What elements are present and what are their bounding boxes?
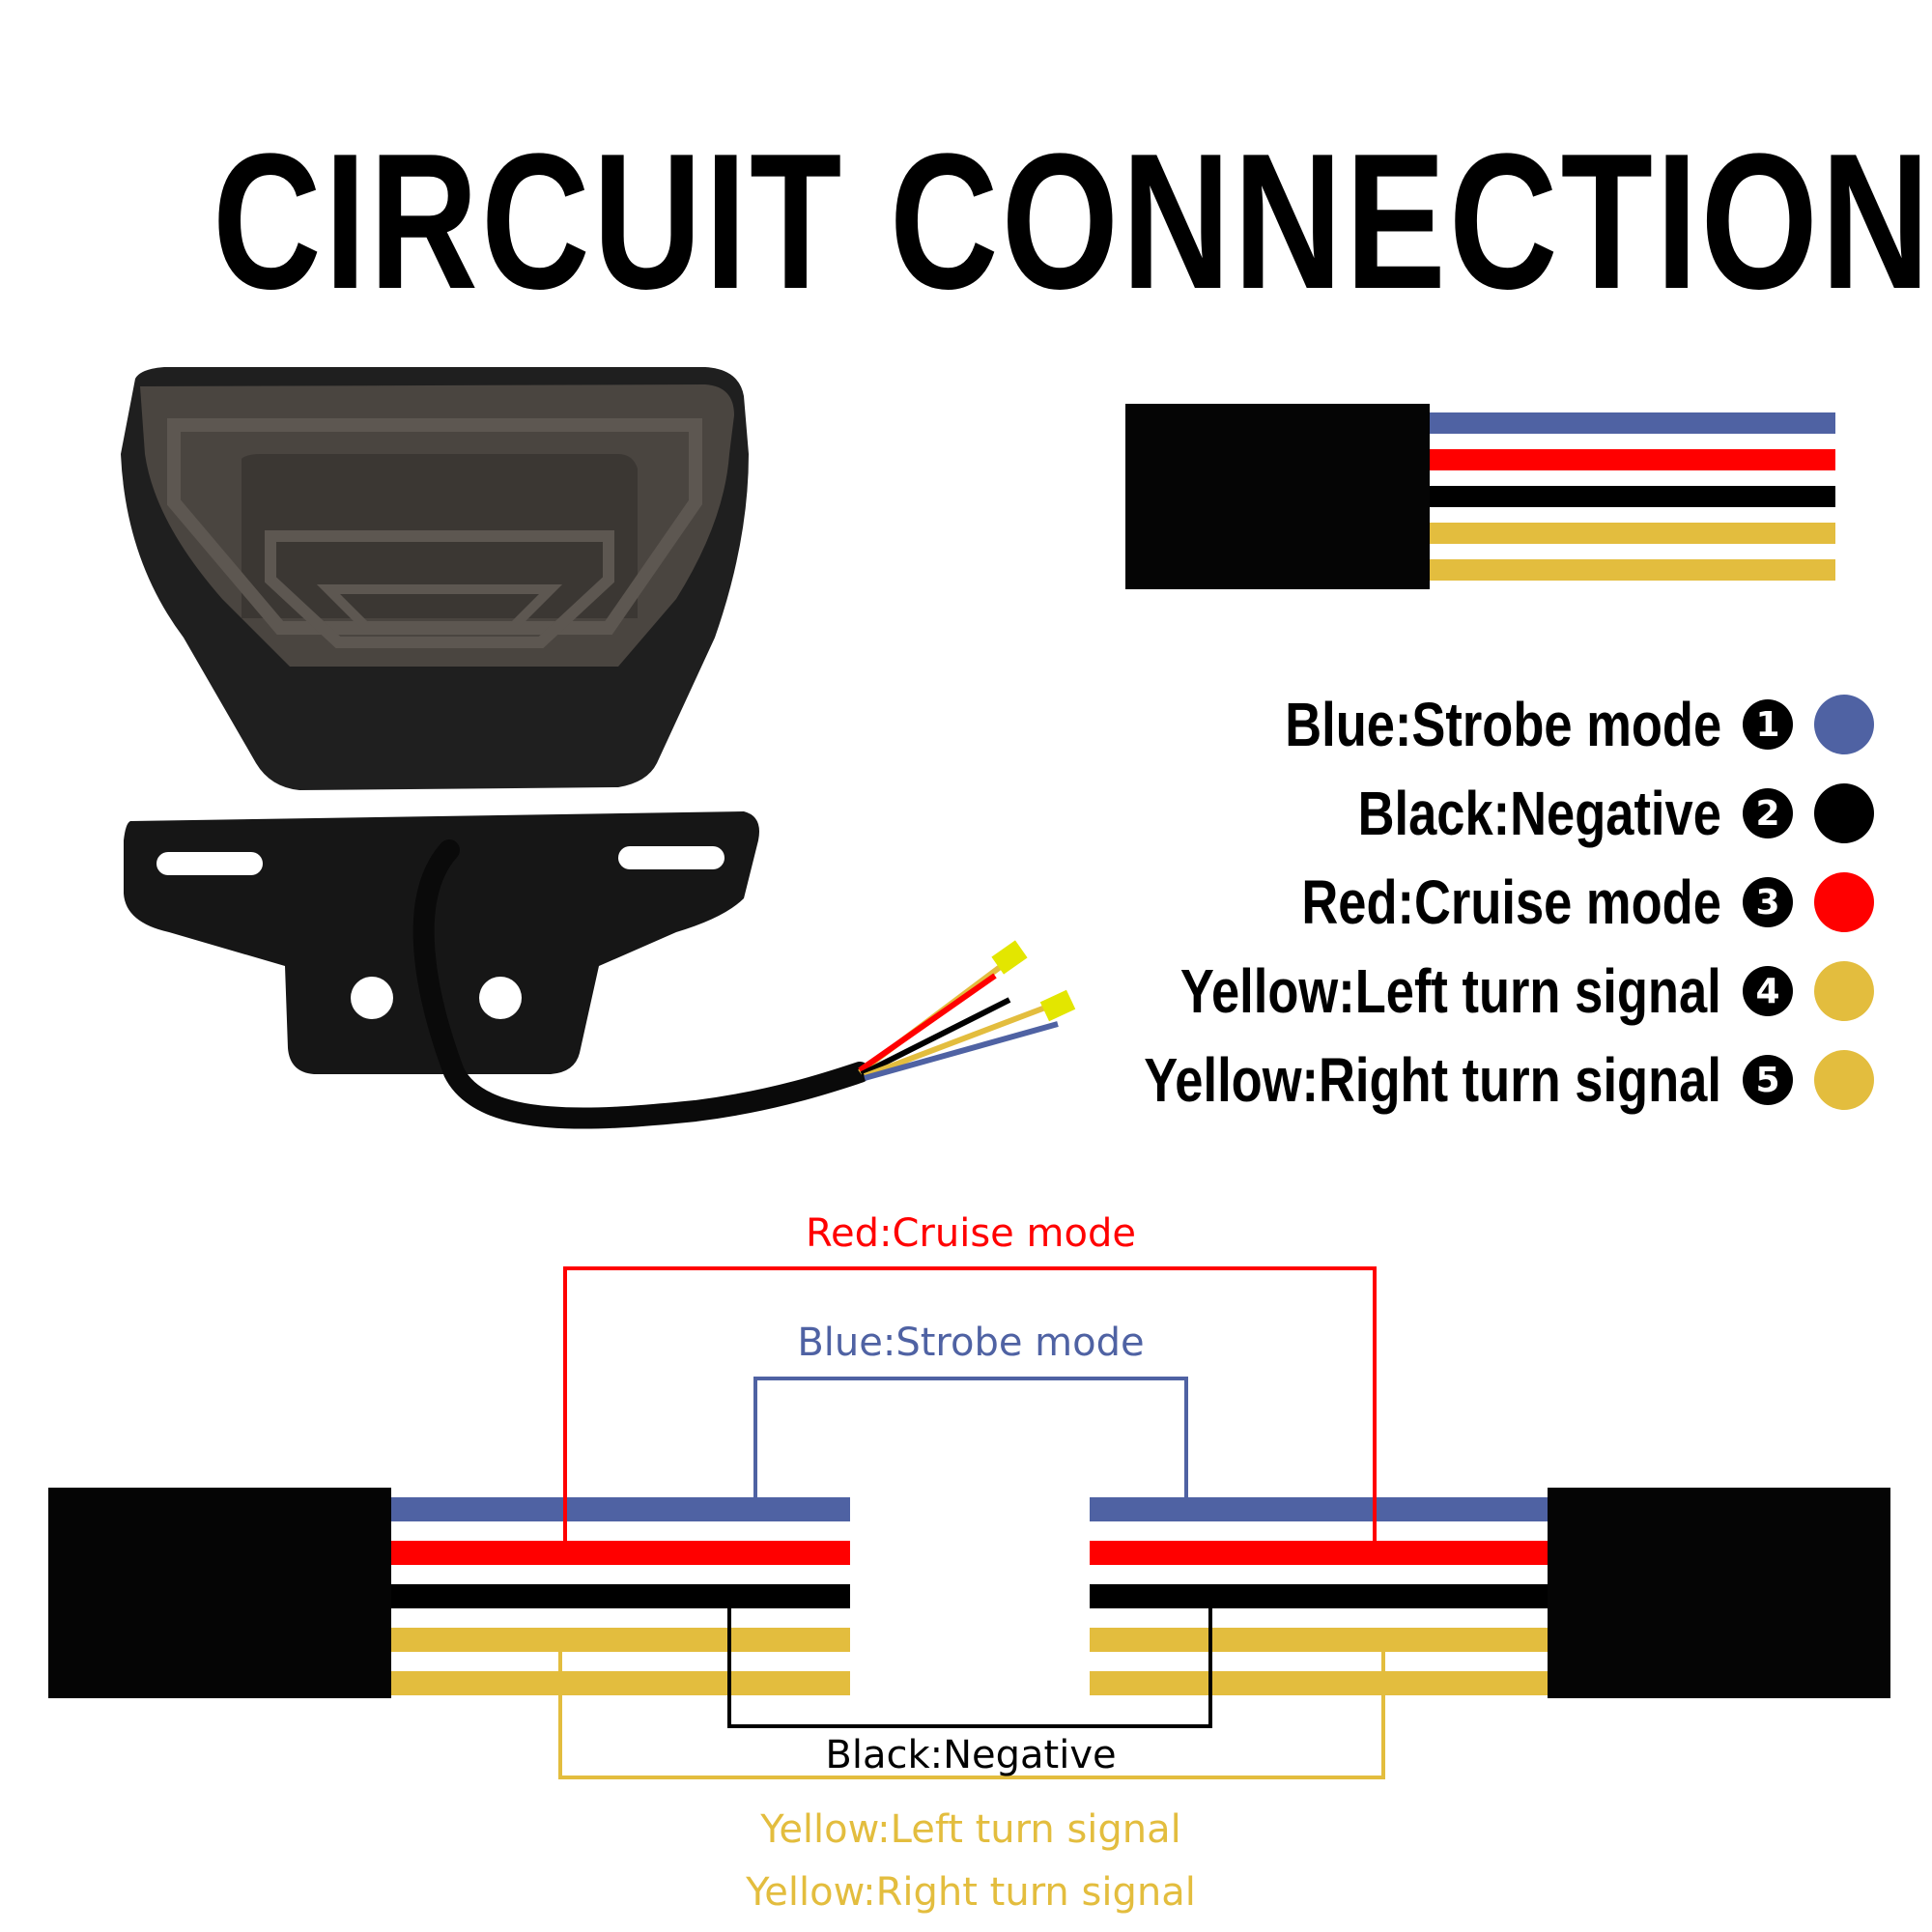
lamp-terminal-1 [991,940,1028,975]
wire-yellow [1430,523,1835,544]
wire-yellow [1090,1628,1548,1652]
cable-sheath-right [1548,1488,1890,1698]
lamp-terminal-2 [1039,989,1076,1022]
label-black-negative: Black:Negative [825,1733,1116,1777]
lamp-cable [412,839,870,1129]
connection-red [563,1266,1377,1541]
mounting-bracket [124,811,759,1074]
lamp-led-inner [316,584,563,633]
lamp-wire-blue [864,1021,1059,1081]
legend-number: 2 [1743,788,1793,838]
bracket-slot-right [618,846,724,869]
wire-blue [1090,1497,1548,1521]
label-red-cruise: Red:Cruise mode [806,1211,1136,1256]
legend-color-dot [1814,695,1874,754]
connection-yellow [558,1642,1385,1779]
wire-yellow [391,1628,850,1652]
wire-yellow [391,1671,850,1695]
legend-item: Yellow:Left turn signal 4 [1062,952,1874,1030]
wire-black [1090,1584,1548,1608]
legend-number: 1 [1743,699,1793,750]
wire-red [1430,449,1835,470]
legend-label: Yellow:Right turn signal [1144,1045,1721,1115]
wire-blue [1430,412,1835,434]
legend-label: Red:Cruise mode [1301,867,1721,937]
lamp-led-mid [265,530,614,648]
bracket-hole-left [351,977,393,1019]
connection-black [727,1589,1212,1728]
wire-red [1090,1541,1548,1565]
legend-color-dot [1814,961,1874,1021]
legend-number: 5 [1743,1055,1793,1105]
legend-label: Blue:Strobe mode [1285,690,1721,759]
legend-color-dot [1814,1050,1874,1110]
label-yellow-left: Yellow:Left turn signal [759,1807,1181,1852]
legend-item: Yellow:Right turn signal 5 [1017,1041,1874,1119]
connection-blue [753,1377,1188,1500]
legend-number: 3 [1743,877,1793,927]
wire-black [1430,486,1835,507]
legend-number: 4 [1743,966,1793,1016]
bracket-hole-right [479,977,522,1019]
legend-label: Yellow:Left turn signal [1180,956,1721,1026]
page-title: CIRCUIT CONNECTION [213,114,1932,329]
legend-color-dot [1814,783,1874,843]
wire-blue [391,1497,850,1521]
wire-red [391,1541,850,1565]
legend-item: Red:Cruise mode 3 [1209,864,1874,941]
label-yellow-right: Yellow:Right turn signal [745,1870,1196,1915]
wire-black [391,1584,850,1608]
wire-yellow [1430,559,1835,581]
lamp-wire-black [860,997,1011,1077]
label-blue-strobe: Blue:Strobe mode [797,1321,1144,1365]
wire-yellow [1090,1671,1548,1695]
legend-color-dot [1814,872,1874,932]
cable-sheath-left [48,1488,391,1698]
lamp-wire-yellow-2 [863,1002,1055,1079]
legend-label: Black:Negative [1357,779,1721,848]
legend-item: Blue:Strobe mode 1 [1189,686,1874,763]
cable-icon-sheath [1125,404,1430,589]
lamp-wire-red [858,973,997,1073]
lamp-led-outer [167,418,702,635]
bracket-slot-left [156,852,263,875]
legend-item: Black:Negative 2 [1278,775,1874,852]
